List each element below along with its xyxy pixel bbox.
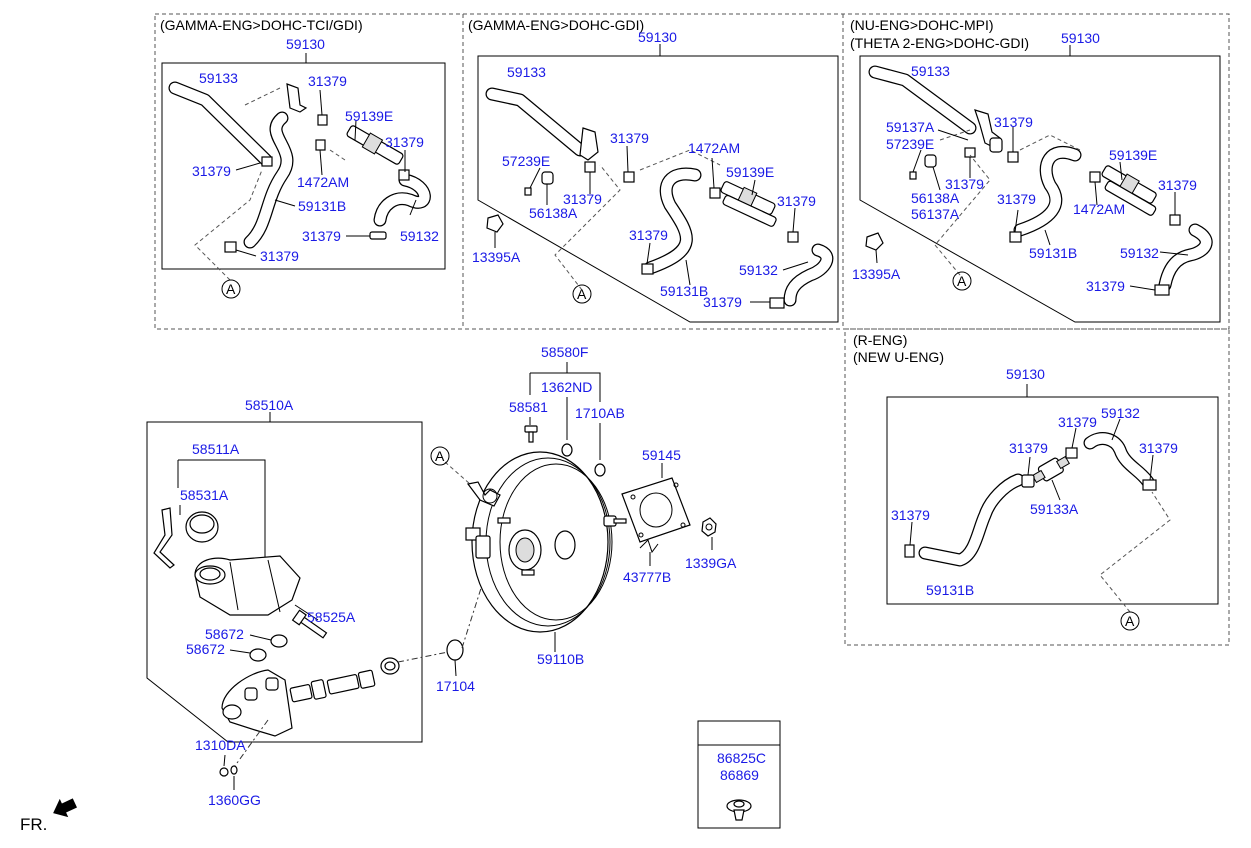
label-43777b: 43777B: [623, 569, 671, 585]
label-1362nd: 1362ND: [541, 379, 592, 395]
label-58531a: 58531A: [180, 487, 229, 503]
label-31379: 31379: [629, 227, 668, 243]
label-86825c: 86825C: [717, 750, 766, 766]
label-59139e: 59139E: [345, 108, 393, 124]
label-59145: 59145: [642, 447, 681, 463]
booster-group: 58580F 1362ND 58581 1710AB: [430, 344, 737, 667]
label-58672: 58672: [186, 641, 225, 657]
label-31379: 31379: [302, 228, 341, 244]
label-13395a: 13395A: [472, 249, 521, 265]
section-title: (THETA 2-ENG>DOHC-GDI): [850, 35, 1029, 51]
label-59139e: 59139E: [1109, 147, 1157, 163]
label-56138a: 56138A: [911, 190, 960, 206]
label-59133a: 59133A: [1030, 501, 1079, 517]
label-59133: 59133: [911, 63, 950, 79]
label-59131b: 59131B: [1029, 245, 1077, 261]
label-31379: 31379: [777, 193, 816, 209]
section-r-u: (R-ENG) (NEW U-ENG) 59130 31379 59132 31…: [853, 332, 1219, 631]
label-59132: 59132: [739, 262, 778, 278]
label-59132: 59132: [1101, 405, 1140, 421]
label-59131b: 59131B: [660, 283, 708, 299]
label-59130: 59130: [286, 36, 325, 52]
label-31379: 31379: [1009, 440, 1048, 456]
ref-a-circle: A: [226, 281, 236, 297]
label-57239e: 57239E: [502, 153, 550, 169]
label-31379: 31379: [610, 130, 649, 146]
label-1310da: 1310DA: [195, 737, 246, 753]
label-31379: 31379: [997, 191, 1036, 207]
label-31379: 31379: [308, 73, 347, 89]
label-31379: 31379: [260, 248, 299, 264]
label-1710ab: 1710AB: [575, 405, 625, 421]
section-nu-theta: (NU-ENG>DOHC-MPI) (THETA 2-ENG>DOHC-GDI)…: [850, 17, 1221, 323]
label-31379: 31379: [1086, 278, 1125, 294]
label-59131b: 59131B: [926, 582, 974, 598]
label-86869: 86869: [720, 767, 759, 783]
label-59132: 59132: [1120, 245, 1159, 261]
ref-a-circle: A: [1125, 613, 1135, 629]
ref-a-circle: A: [957, 273, 967, 289]
label-58510a: 58510A: [245, 397, 294, 413]
label-13395a: 13395A: [852, 266, 901, 282]
label-57239e: 57239E: [886, 136, 934, 152]
section-title: (R-ENG): [853, 332, 907, 348]
section-title: (NU-ENG>DOHC-MPI): [850, 17, 994, 33]
section-gamma-gdi: (GAMMA-ENG>DOHC-GDI) 59130: [468, 17, 839, 323]
label-31379: 31379: [703, 294, 742, 310]
label-31379: 31379: [563, 191, 602, 207]
section-frames: [154, 13, 1230, 646]
label-59130: 59130: [1061, 30, 1100, 46]
section-title: (GAMMA-ENG>DOHC-GDI): [468, 17, 644, 33]
label-59130: 59130: [638, 29, 677, 45]
label-1472am: 1472AM: [297, 174, 349, 190]
label-58672: 58672: [205, 626, 244, 642]
label-58511a: 58511A: [192, 441, 240, 457]
label-31379: 31379: [945, 176, 984, 192]
label-1339ga: 1339GA: [685, 555, 737, 571]
label-59131b: 59131B: [298, 198, 346, 214]
label-1472am: 1472AM: [688, 140, 740, 156]
master-cylinder-group: 58510A 58511A 58531A 58525A 58672 5: [146, 397, 491, 808]
label-56138a: 56138A: [529, 205, 578, 221]
fr-label: FR.: [20, 815, 47, 834]
label-59139e: 59139E: [726, 164, 774, 180]
label-1472am: 1472AM: [1073, 201, 1125, 217]
label-58581: 58581: [509, 399, 548, 415]
label-59110b: 59110B: [537, 651, 584, 667]
front-direction-indicator: FR.: [20, 798, 77, 834]
label-59133: 59133: [199, 70, 238, 86]
fastener-box: 86825C 86869: [697, 720, 781, 829]
label-56137a: 56137A: [911, 206, 960, 222]
label-59137a: 59137A: [886, 119, 935, 135]
label-31379: 31379: [1058, 414, 1097, 430]
label-31379: 31379: [891, 507, 930, 523]
section-gamma-tci: (GAMMA-ENG>DOHC-TCI/GDI) 59130: [160, 17, 446, 299]
label-17104: 17104: [436, 678, 475, 694]
label-59133: 59133: [507, 64, 546, 80]
label-58525a: 58525A: [307, 609, 356, 625]
section-title: (GAMMA-ENG>DOHC-TCI/GDI): [160, 17, 363, 33]
label-31379: 31379: [1139, 440, 1178, 456]
fr-arrow-icon: [53, 798, 77, 818]
label-31379: 31379: [994, 114, 1033, 130]
label-58580f: 58580F: [541, 344, 588, 360]
label-59132: 59132: [400, 228, 439, 244]
label-31379: 31379: [192, 163, 231, 179]
label-31379: 31379: [385, 134, 424, 150]
ref-a-circle: A: [577, 286, 587, 302]
ref-a-circle: A: [435, 448, 445, 464]
label-31379: 31379: [1158, 177, 1197, 193]
label-1360gg: 1360GG: [208, 792, 261, 808]
label-59130: 59130: [1006, 366, 1045, 382]
section-title: (NEW U-ENG): [853, 349, 944, 365]
